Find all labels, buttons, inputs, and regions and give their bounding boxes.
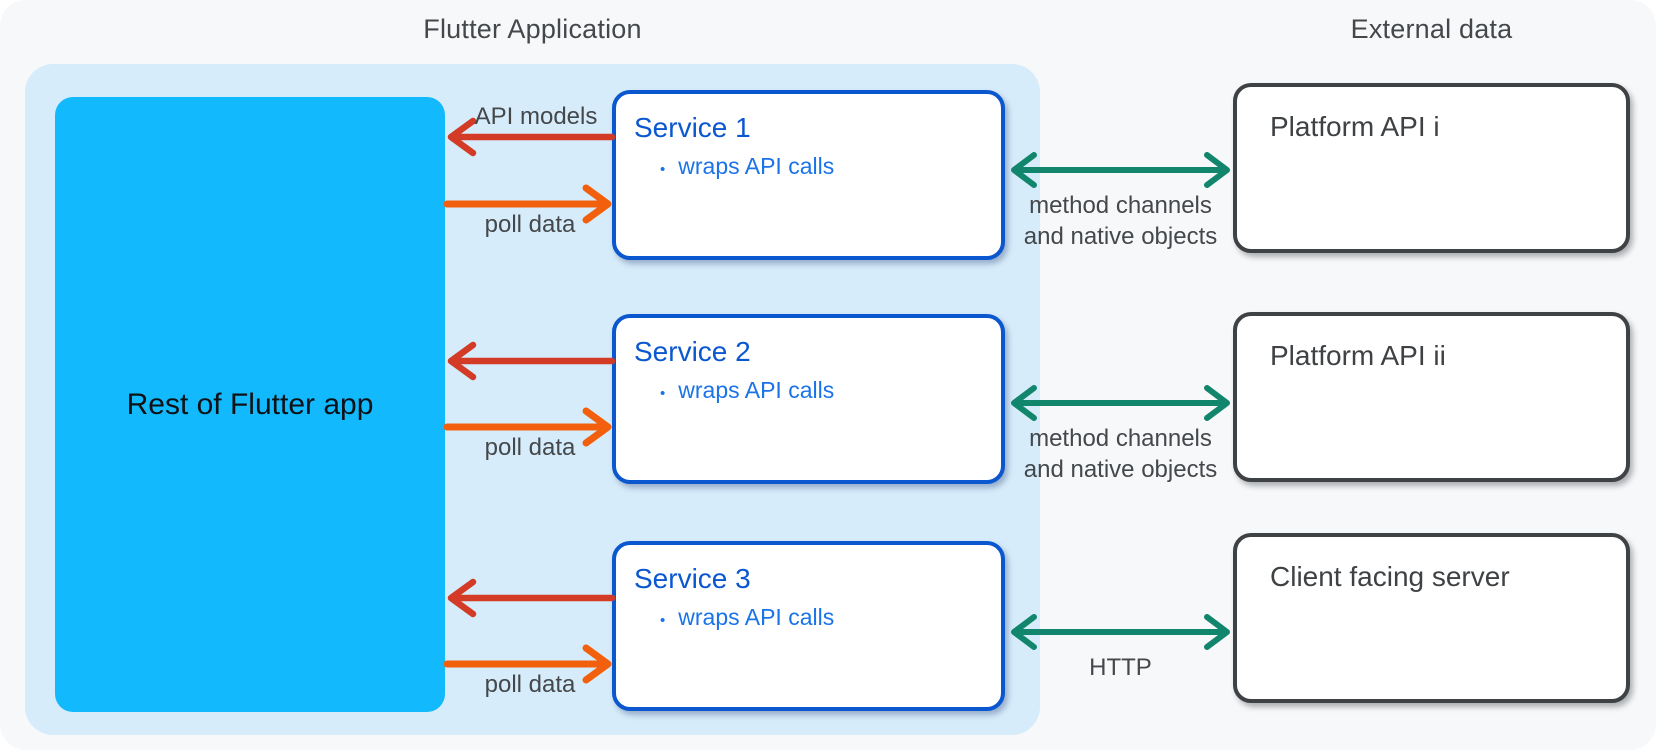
bullet-icon: •: [660, 161, 666, 178]
bullet-icon: •: [660, 612, 666, 629]
client-facing-server-title: Client facing server: [1270, 561, 1510, 592]
api-models-arrow-row1: [447, 117, 616, 157]
client-facing-server-box: Client facing server: [1233, 533, 1630, 703]
service-3-box: Service 3 • wraps API calls: [612, 541, 1005, 711]
api-models-label: API models: [474, 103, 598, 130]
poll-data-arrow-row3: [443, 644, 612, 684]
platform-api-ii-box: Platform API ii: [1233, 312, 1630, 482]
http-arrow-row3: [1011, 614, 1230, 650]
poll-data-arrow-row2: [443, 407, 612, 447]
service-2-bullet-item: • wraps API calls: [660, 377, 1001, 404]
external-data-title: External data: [1350, 14, 1513, 44]
api-models-arrow-row3: [447, 578, 616, 618]
platform-api-i-title: Platform API i: [1270, 111, 1440, 142]
poll-data-label-row2: poll data: [484, 434, 576, 461]
method-channels-arrow-row1: [1011, 152, 1230, 188]
service-2-box: Service 2 • wraps API calls: [612, 314, 1005, 484]
method-channels-label-line1: method channels: [1029, 425, 1212, 452]
service-3-title: Service 3: [634, 563, 751, 594]
method-channels-arrow-row2: [1011, 385, 1230, 421]
service-1-box: Service 1 • wraps API calls: [612, 90, 1005, 260]
platform-api-ii-title: Platform API ii: [1270, 340, 1446, 371]
platform-api-i-box: Platform API i: [1233, 83, 1630, 253]
service-1-bullet-item: • wraps API calls: [660, 153, 1001, 180]
service-2-bullet-text: wraps API calls: [678, 377, 835, 403]
service-2-title: Service 2: [634, 336, 751, 367]
http-label: HTTP: [1089, 654, 1152, 681]
poll-data-arrow-row1: [443, 184, 612, 224]
method-channels-label-line2: and native objects: [1023, 223, 1218, 250]
method-channels-label-row1: method channels and native objects: [1008, 190, 1233, 252]
method-channels-label-line2: and native objects: [1023, 456, 1218, 483]
rest-of-flutter-app-box: Rest of Flutter app: [55, 97, 445, 712]
service-3-bullet-item: • wraps API calls: [660, 604, 1001, 631]
rest-of-flutter-app-label: Rest of Flutter app: [126, 387, 374, 421]
bullet-icon: •: [660, 385, 666, 402]
service-1-title: Service 1: [634, 112, 751, 143]
poll-data-label-row1: poll data: [484, 211, 576, 238]
service-1-bullet-text: wraps API calls: [678, 153, 835, 179]
service-3-bullet-text: wraps API calls: [678, 604, 835, 630]
method-channels-label-row2: method channels and native objects: [1008, 423, 1233, 485]
api-models-arrow-row2: [447, 341, 616, 381]
method-channels-label-line1: method channels: [1029, 192, 1212, 219]
poll-data-label-row3: poll data: [484, 671, 576, 698]
flutter-application-title: Flutter Application: [423, 14, 642, 44]
